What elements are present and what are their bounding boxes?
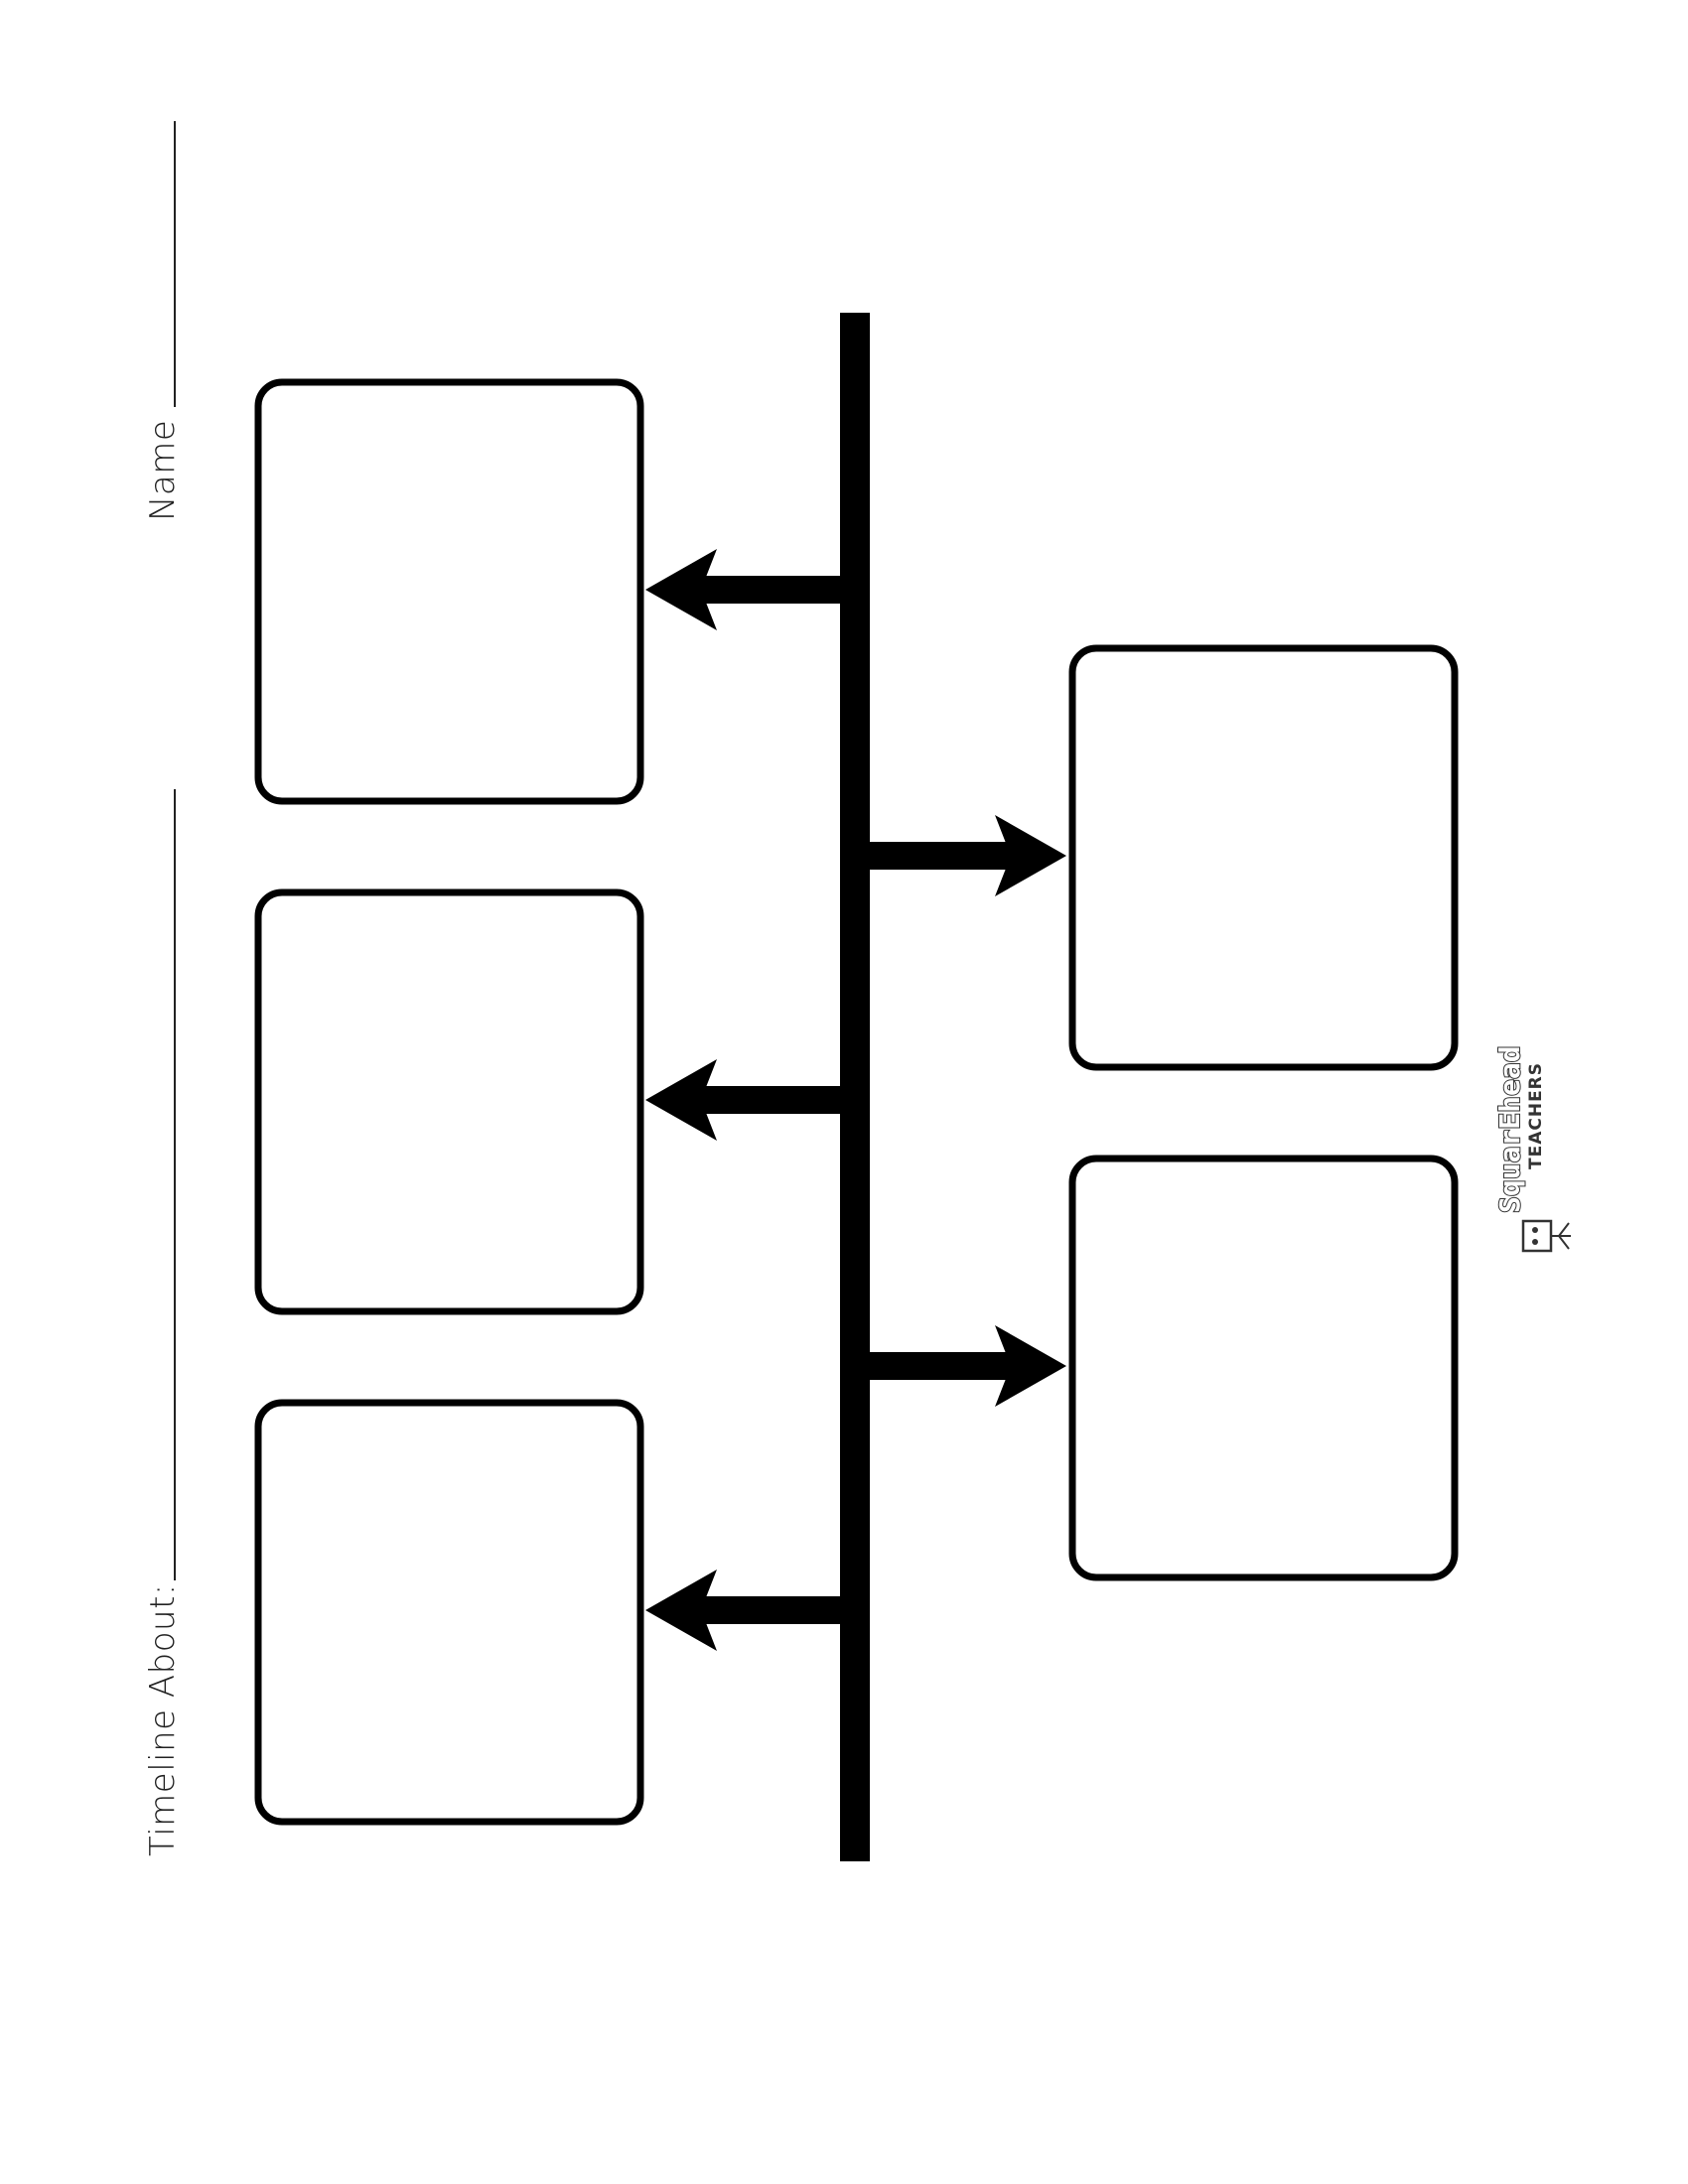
event-box-left-3[interactable] [254, 1399, 644, 1826]
mascot-icon [1521, 1219, 1571, 1253]
event-box-left-2[interactable] [254, 888, 644, 1315]
name-label: Name [143, 420, 183, 521]
squarehead-logo: SquarEhead TEACHERS [1492, 1044, 1571, 1253]
timeline-about-label: Timeline About: [143, 1583, 183, 1856]
arrow-left-1 [645, 549, 844, 630]
logo-subtitle-text: TEACHERS [1526, 1062, 1546, 1169]
arrow-left-3 [645, 1570, 844, 1651]
event-box-right-2[interactable] [1068, 1155, 1459, 1581]
arrow-left-2 [645, 1059, 844, 1141]
arrow-right-2 [866, 1325, 1066, 1407]
arrow-right-1 [866, 815, 1066, 896]
header: Timeline About: Name [143, 121, 183, 1856]
logo-brand-text: SquarEhead [1493, 1045, 1526, 1213]
event-box-right-1[interactable] [1068, 644, 1459, 1071]
event-box-left-1[interactable] [254, 378, 644, 805]
timeline-bar [840, 313, 870, 1861]
